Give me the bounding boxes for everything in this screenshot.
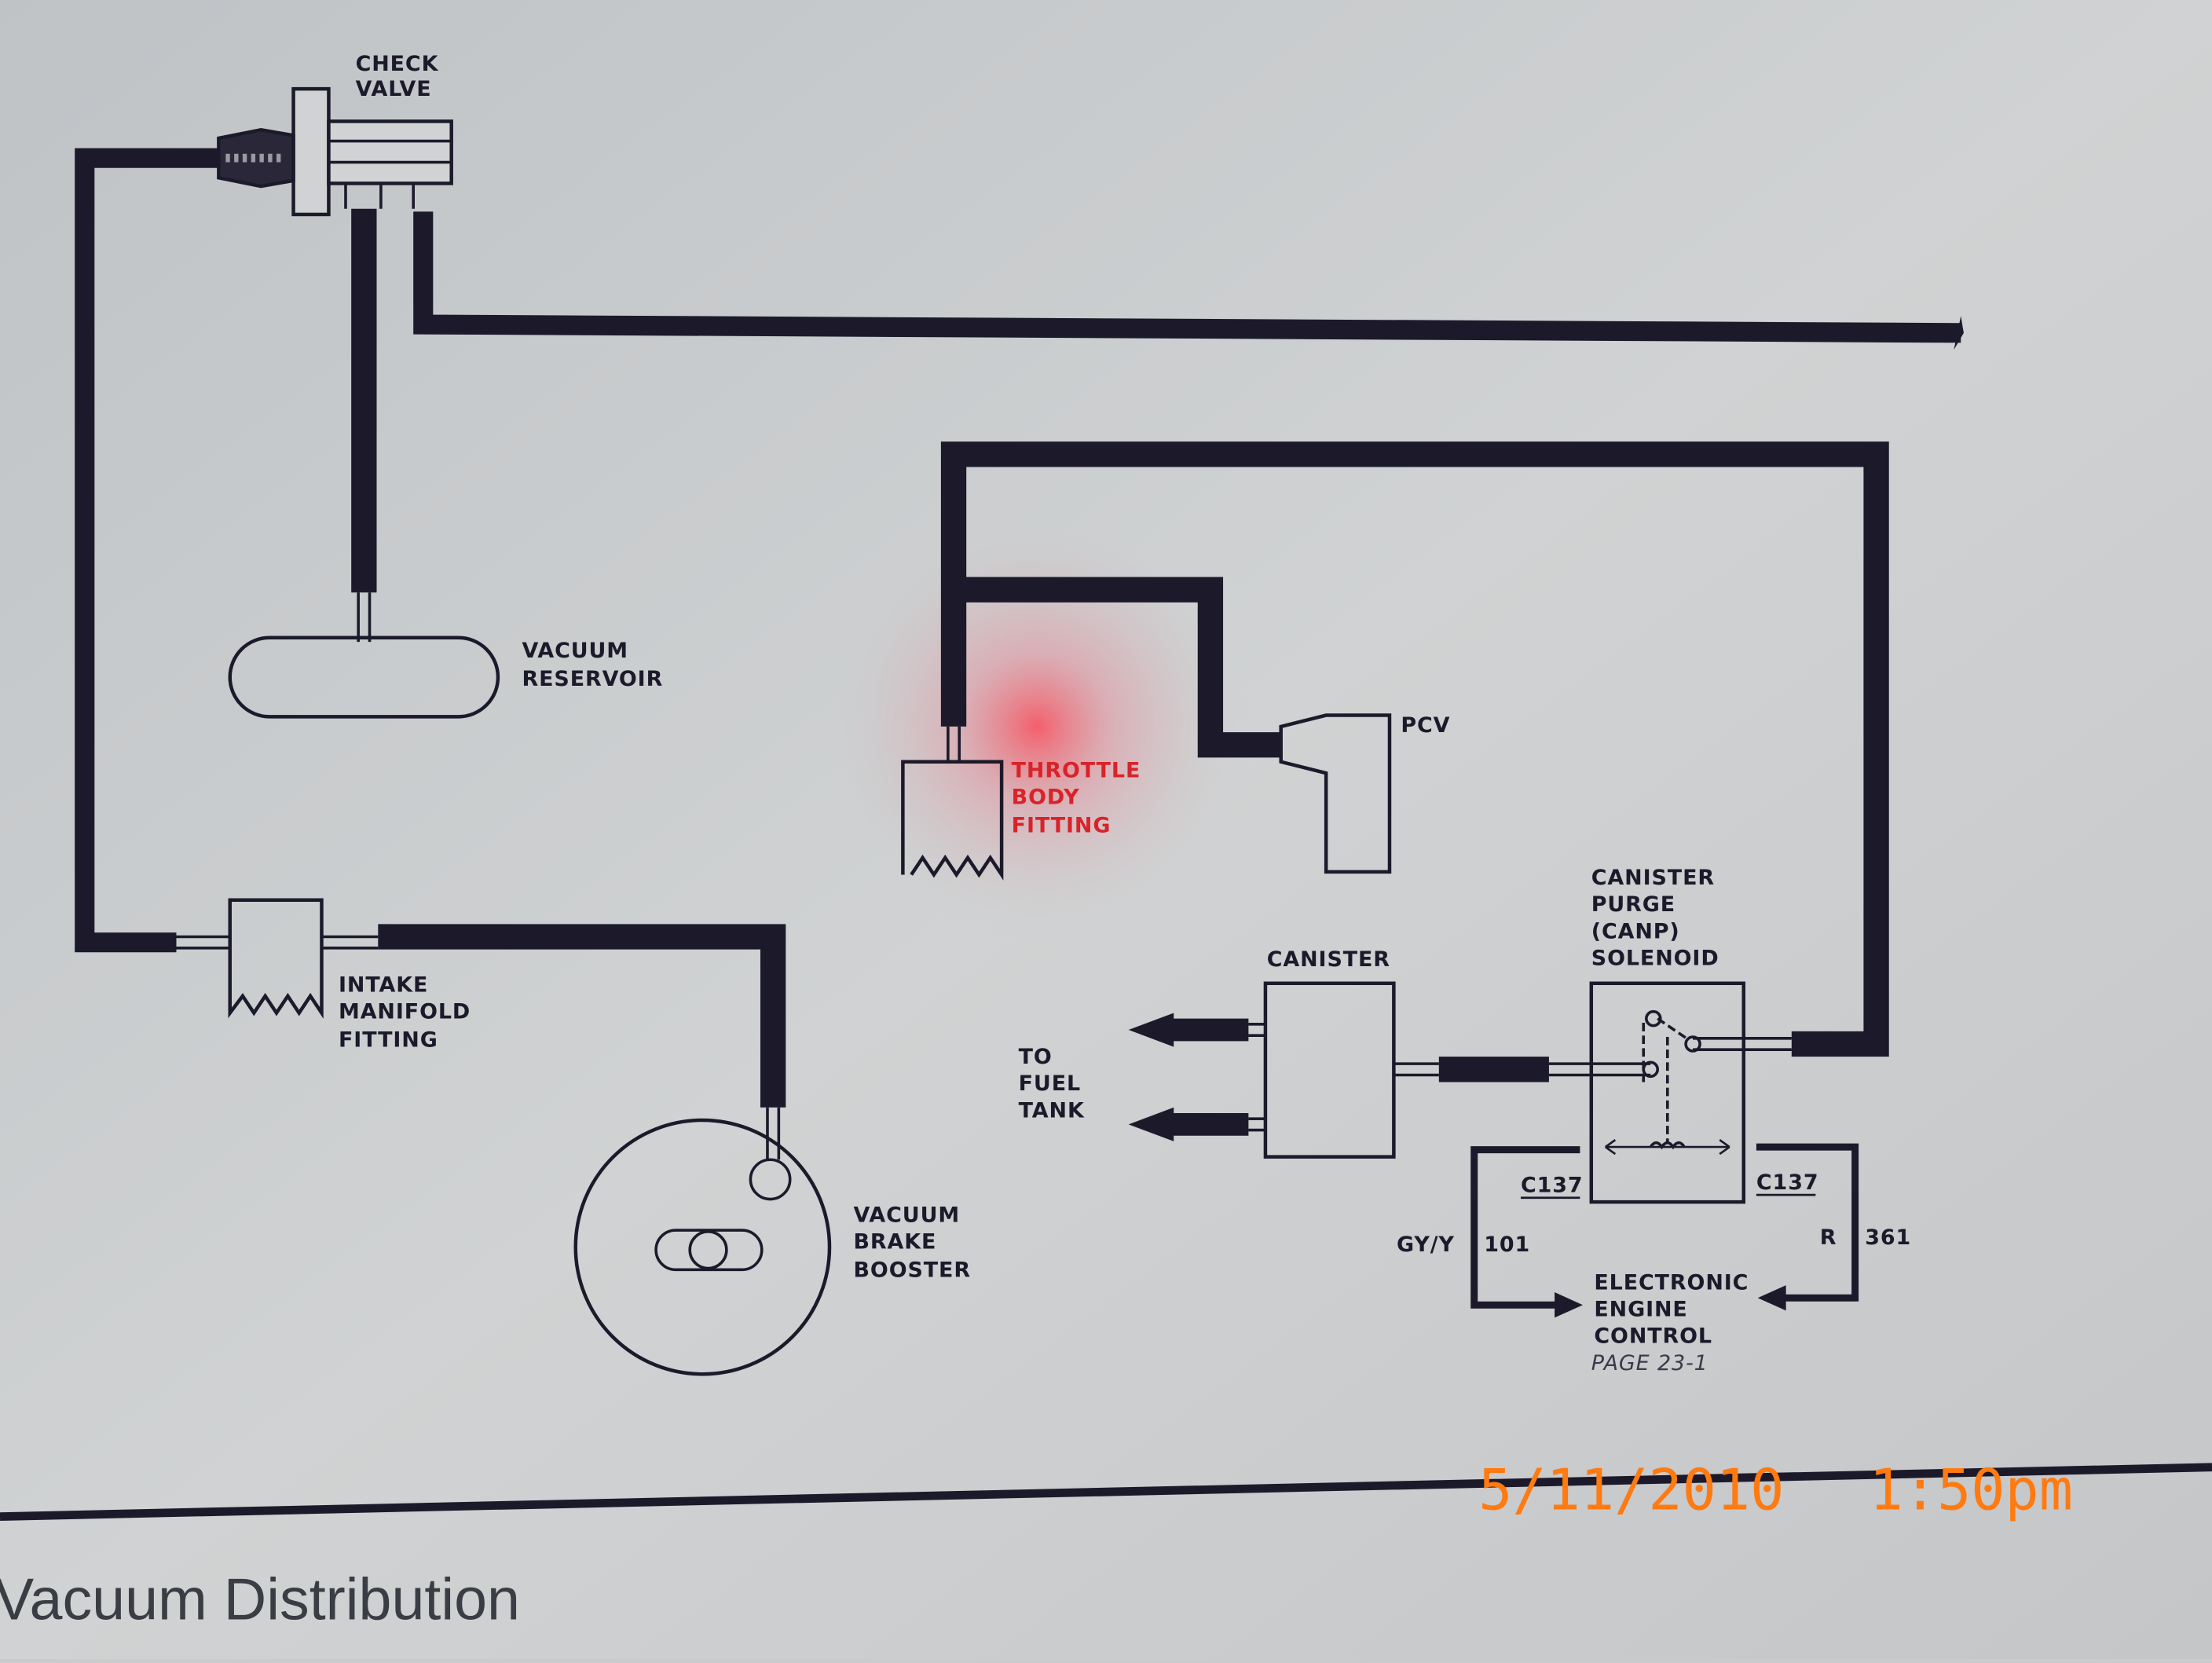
label-line: MANIFOLD xyxy=(339,1000,471,1024)
wire-left-color: GY/Y xyxy=(1397,1233,1455,1257)
throttle-body-fitting-label: THROTTLE BODY FITTING xyxy=(1012,759,1141,838)
connector-c137-left: C137 xyxy=(1521,1174,1584,1198)
label-line: ELECTRONIC xyxy=(1594,1270,1749,1295)
eec-label: ELECTRONIC ENGINE CONTROL PAGE 23-1 xyxy=(1591,1270,1749,1375)
diagram-caption: Vacuum Distribution xyxy=(0,1566,520,1632)
label-line: ENGINE xyxy=(1594,1298,1687,1322)
wire-right-color: R xyxy=(1820,1225,1837,1250)
label-line: CANISTER xyxy=(1591,866,1715,890)
check-valve-inlet xyxy=(217,127,295,189)
label-line: VALVE xyxy=(356,77,432,101)
pcv-label: PCV xyxy=(1401,713,1450,738)
label-line: VACUUM xyxy=(522,639,628,663)
label-line: CONTROL xyxy=(1594,1324,1712,1349)
vacuum-brake-booster-label: VACUUM BRAKE BOOSTER xyxy=(854,1203,971,1282)
connector-c137-right: C137 xyxy=(1756,1170,1819,1195)
canp-solenoid-shape xyxy=(1589,981,1745,1204)
label-line: BRAKE xyxy=(854,1229,937,1254)
label-line: INTAKE xyxy=(339,973,428,998)
canister-label: CANISTER xyxy=(1267,947,1390,972)
brake-booster-shape xyxy=(573,1118,832,1376)
check-valve-label: CHECK VALVE xyxy=(356,52,439,101)
label-line: THROTTLE xyxy=(1012,759,1141,783)
wire-left-circuit: 101 xyxy=(1484,1233,1530,1257)
label-line: BODY xyxy=(1012,786,1080,810)
hose-throttle-to-pcv xyxy=(954,577,1281,758)
label-line: BOOSTER xyxy=(854,1258,971,1282)
throttle-body-fitting-shape xyxy=(901,760,1004,881)
label-line: FITTING xyxy=(1012,814,1111,838)
pcv-shape xyxy=(1279,713,1392,874)
hose-checkvalve-outlet xyxy=(413,211,1961,343)
label-line: SOLENOID xyxy=(1591,946,1719,970)
label-line: CHECK xyxy=(356,52,439,76)
label-line: FUEL xyxy=(1019,1071,1081,1096)
canister-shape xyxy=(1263,981,1396,1159)
to-fuel-tank-label: TO FUEL TANK xyxy=(1019,1045,1085,1123)
hose-checkvalve-to-intake xyxy=(75,148,219,953)
hose-throttle-to-solenoid xyxy=(940,441,1889,1057)
intake-manifold-fitting-shape xyxy=(228,898,324,1019)
eec-page-ref: PAGE 23-1 xyxy=(1591,1351,1708,1375)
label-line: PURGE xyxy=(1591,892,1675,917)
photo-time: 1:50pm xyxy=(1870,1457,2073,1523)
wire-361 xyxy=(1756,1143,1859,1302)
hose-intake-to-booster xyxy=(378,924,786,1108)
label-line: TO xyxy=(1019,1045,1053,1069)
wire-101 xyxy=(1470,1146,1580,1309)
label-line: TANK xyxy=(1019,1098,1085,1123)
label-line: (CANP) xyxy=(1591,919,1680,943)
intake-manifold-fitting-label: INTAKE MANIFOLD FITTING xyxy=(339,973,471,1053)
screen-border xyxy=(0,1463,2212,1521)
vacuum-reservoir-shape xyxy=(228,636,500,719)
label-line: FITTING xyxy=(339,1028,438,1053)
vacuum-reservoir-label: VACUUM RESERVOIR xyxy=(522,639,663,691)
canp-solenoid-label: CANISTER PURGE (CANP) SOLENOID xyxy=(1591,866,1719,970)
label-line: VACUUM xyxy=(854,1203,961,1227)
photo-date: 5/11/2010 xyxy=(1478,1457,1784,1523)
check-valve-body xyxy=(291,86,331,217)
wire-right-circuit: 361 xyxy=(1865,1225,1911,1250)
flash-glare xyxy=(825,515,1249,939)
label-line: RESERVOIR xyxy=(522,667,663,691)
